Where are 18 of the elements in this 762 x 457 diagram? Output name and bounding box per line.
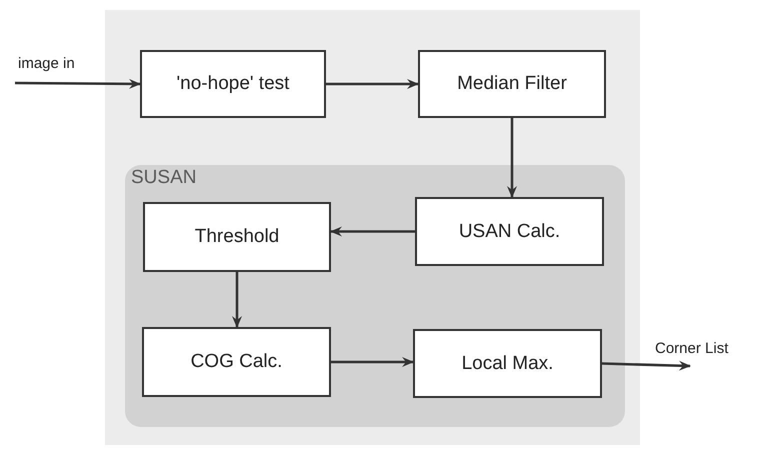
group-panel — [125, 165, 625, 427]
arrow — [507, 118, 517, 198]
arrow — [330, 226, 415, 236]
arrow — [331, 357, 414, 367]
process-box: Median Filter — [418, 50, 606, 118]
arrow — [232, 272, 242, 328]
edge-label: image in — [18, 55, 75, 72]
process-box: USAN Calc. — [415, 197, 604, 266]
process-box: COG Calc. — [142, 327, 331, 397]
arrow — [326, 79, 419, 89]
process-box: 'no-hope' test — [140, 50, 326, 118]
process-box: Local Max. — [413, 329, 602, 398]
edge-label: Corner List — [655, 340, 728, 357]
arrow — [15, 78, 141, 89]
group-panel — [105, 10, 640, 445]
arrow — [602, 360, 691, 371]
process-box: Threshold — [143, 202, 331, 272]
group-title: SUSAN — [131, 167, 196, 189]
